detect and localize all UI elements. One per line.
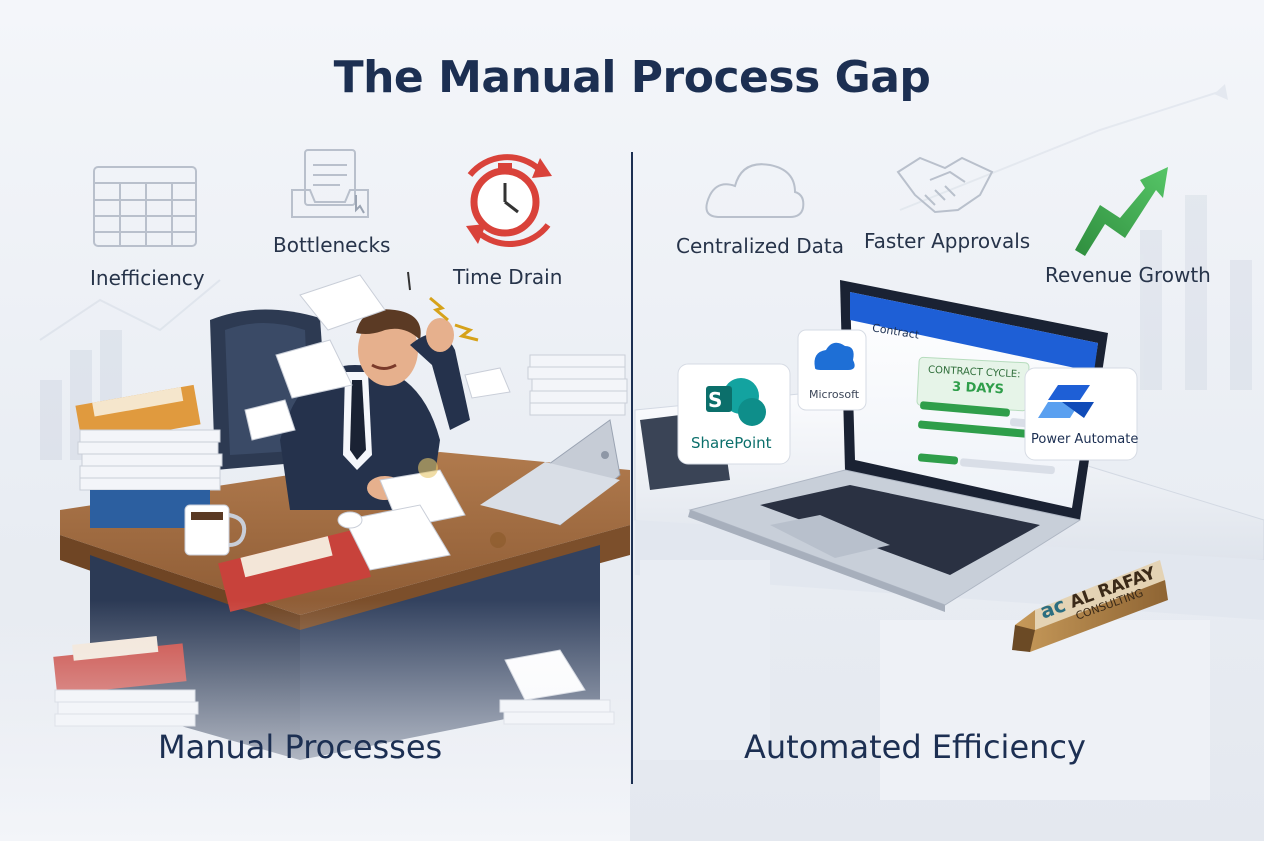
inbox-tray-icon [291,149,369,218]
sharepoint-tile [677,363,791,465]
handshake-icon [896,156,994,214]
clock-cycle-icon [466,154,552,247]
contract-cycle-value: 3 DAYS [951,379,1005,398]
time-drain-label: Time Drain [453,265,563,289]
revenue-growth-label: Revenue Growth [1045,263,1211,287]
cloud-icon [705,163,805,218]
power-automate-tile [1024,367,1138,461]
sharepoint-logo-letter: S [708,388,723,412]
automated-efficiency-heading: Automated Efficiency [744,728,1086,766]
manual-processes-heading: Manual Processes [158,728,443,766]
page-title: The Manual Process Gap [333,52,931,103]
sharepoint-label: SharePoint [691,434,772,452]
spreadsheet-icon [93,166,197,247]
inefficiency-label: Inefficiency [90,266,205,290]
arrow-up-icon [1075,167,1168,256]
faster-approvals-label: Faster Approvals [864,229,1031,253]
power-automate-label: Power Automate [1031,432,1139,447]
bottlenecks-label: Bottlenecks [273,233,391,257]
microsoft-label: Microsoft [809,388,860,401]
centralized-data-label: Centralized Data [676,234,844,258]
center-divider [631,152,633,784]
clean-desk-scene [634,280,1264,800]
microsoft-tile [797,329,867,411]
